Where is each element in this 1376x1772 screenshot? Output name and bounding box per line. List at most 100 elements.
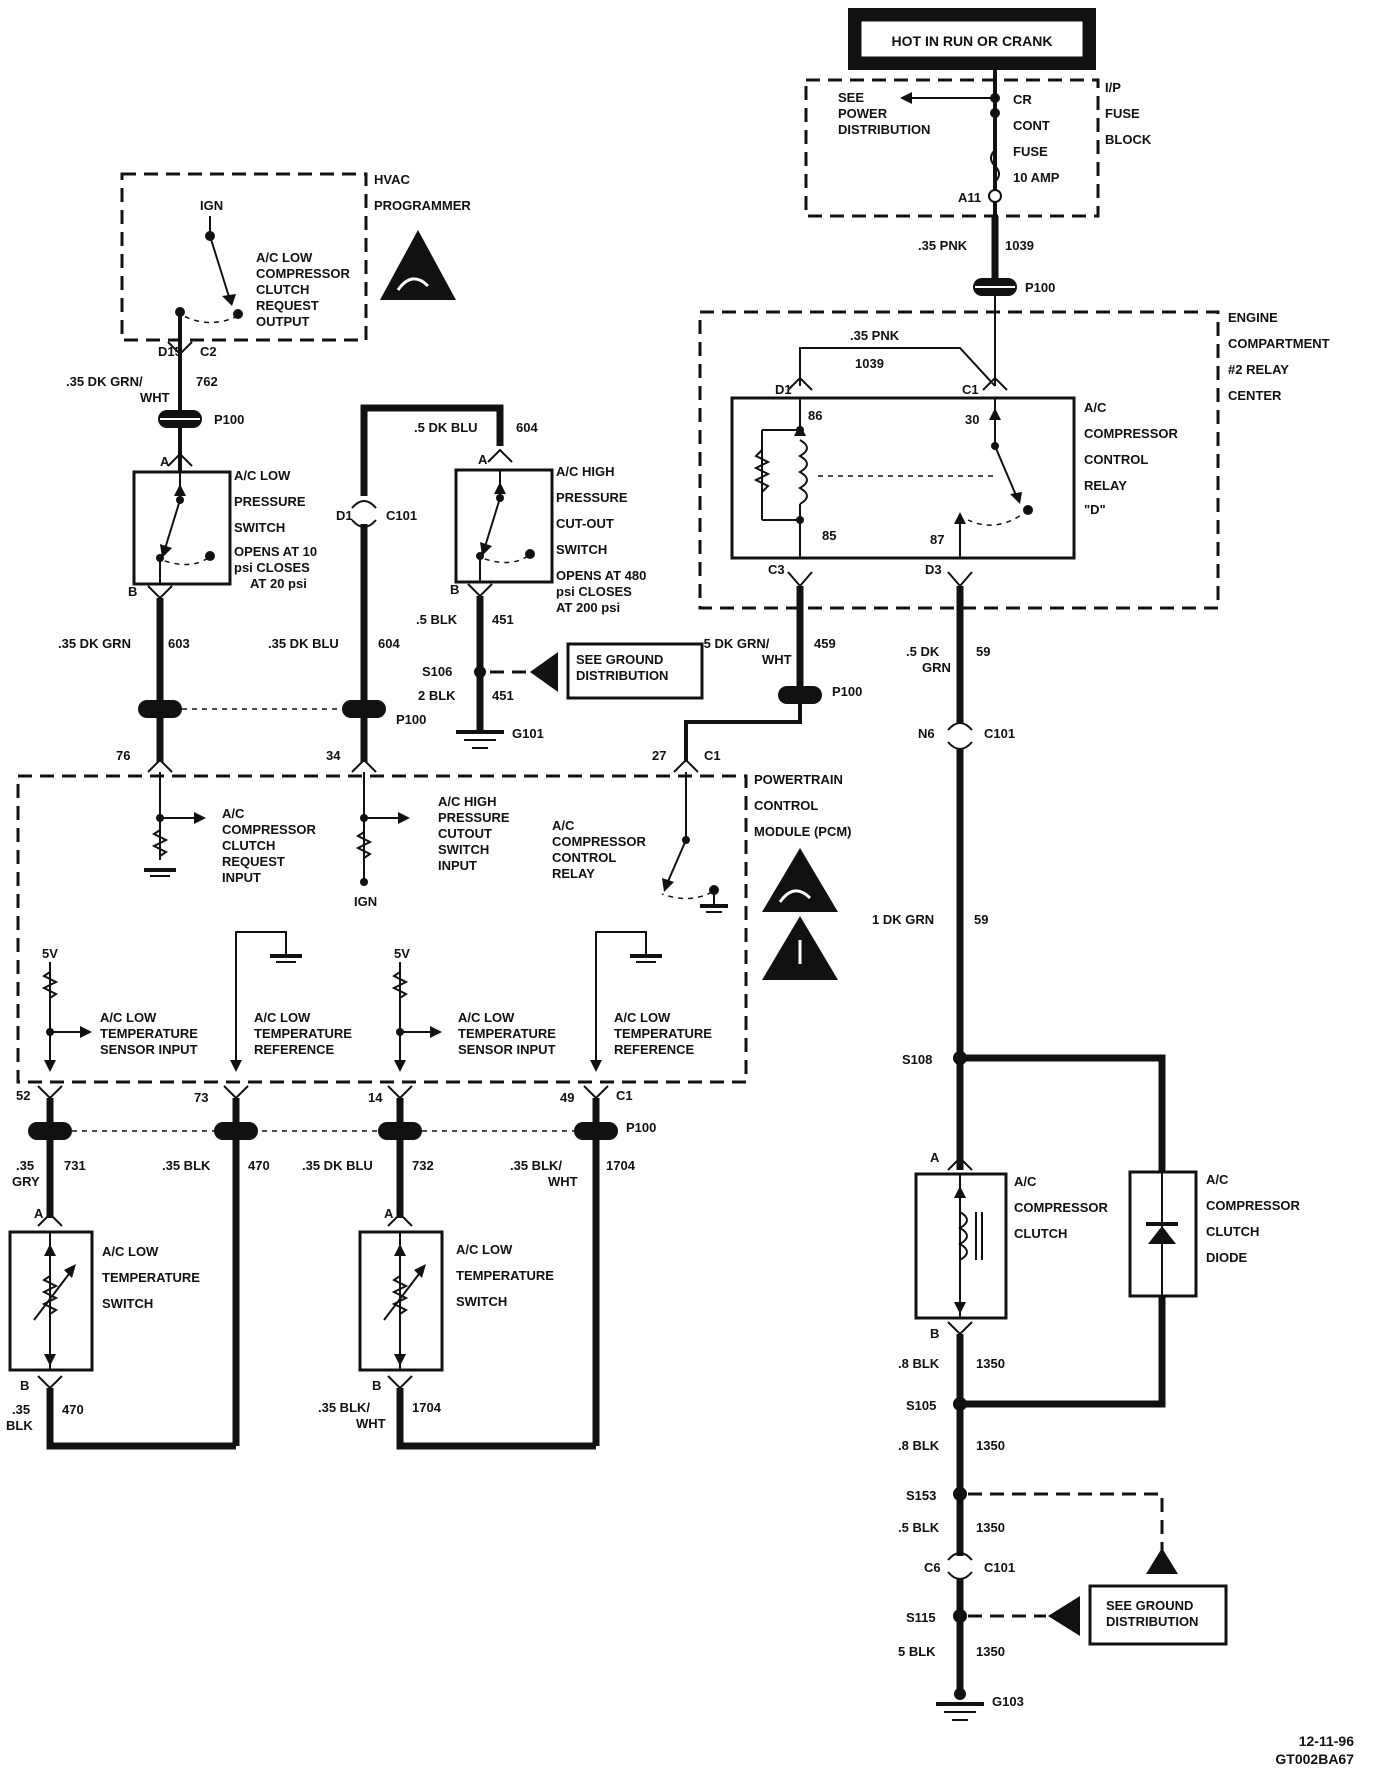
- wire-762-gauge-1: .35 DK GRN/: [66, 374, 143, 389]
- pcm-relay-4: RELAY: [552, 866, 595, 881]
- fuse-icon: [990, 149, 1000, 183]
- hps-name-1: A/C HIGH: [556, 464, 615, 479]
- hps-spec-3: AT 200 psi: [556, 600, 620, 615]
- low-pressure-switch: A B A/C LOW PRESSURE SWITCH OPENS AT 10 …: [128, 452, 317, 600]
- clutch-name-1: A/C: [1014, 1174, 1037, 1189]
- clutch-name-2: COMPRESSOR: [1014, 1200, 1109, 1215]
- relay-pin-c1: C1: [962, 382, 979, 397]
- ts-right-name-3: SWITCH: [456, 1294, 507, 1309]
- pcm-clutch-req-4: REQUEST: [222, 854, 285, 869]
- g103-label: G103: [992, 1694, 1024, 1709]
- see-power-line1: SEE: [838, 90, 864, 105]
- wire-1350b-gauge: .8 BLK: [898, 1438, 940, 1453]
- relay-name-3: CONTROL: [1084, 452, 1148, 467]
- terminal-85: 85: [822, 528, 836, 543]
- wire-1039-gauge: .35 PNK: [918, 238, 968, 253]
- pcm-pin-73: 73: [194, 1090, 208, 1105]
- hvac-output-5: OUTPUT: [256, 314, 310, 329]
- relay-center-name-4: CENTER: [1228, 388, 1282, 403]
- hps-pin-b: B: [450, 582, 459, 597]
- wire-1704b-gauge-1: .35 BLK/: [318, 1400, 370, 1415]
- wire-732-gauge: .35 DK BLU: [302, 1158, 373, 1173]
- pcm-cutout-2: PRESSURE: [438, 810, 510, 825]
- wire-470a-gauge: .35 BLK: [162, 1158, 211, 1173]
- p100-row1: P100: [138, 700, 426, 727]
- esd-warning-icon: [380, 230, 456, 300]
- wire-1039-circuit: 1039: [1005, 238, 1034, 253]
- resistor-icon: [391, 971, 409, 999]
- c101-connector-604: D1 C101: [336, 500, 417, 528]
- pin-a11: A11: [958, 190, 981, 205]
- pcm-tsi-right-2: TEMPERATURE: [458, 1026, 556, 1041]
- hps-pin-a: A: [478, 452, 488, 467]
- pcm-tref-left-1: A/C LOW: [254, 1010, 311, 1025]
- c101-connector-59: N6 C101: [918, 722, 1015, 750]
- s106-label: S106: [422, 664, 452, 679]
- splice-s105: [953, 1397, 967, 1411]
- hvac-output-2: COMPRESSOR: [256, 266, 351, 281]
- fuse-label-4: 10 AMP: [1013, 170, 1060, 185]
- relay-center-name-2: COMPARTMENT: [1228, 336, 1330, 351]
- see-ground-s106-1: SEE GROUND: [576, 652, 663, 667]
- c101-connector-1350: C6 C101: [924, 1552, 1015, 1580]
- hvac-pin-c2: C2: [200, 344, 217, 359]
- splice-s108: [953, 1051, 967, 1065]
- pcm-5v-left: 5V: [42, 946, 58, 961]
- ts-right-pin-a: A: [384, 1206, 394, 1221]
- wire-470b-gauge-1: .35: [12, 1402, 30, 1417]
- pcm-name-3: MODULE (PCM): [754, 824, 852, 839]
- wire-1704b-circuit: 1704: [412, 1400, 442, 1415]
- pcm-clutch-req-5: INPUT: [222, 870, 261, 885]
- s108-label: S108: [902, 1052, 932, 1067]
- wire-1350c-gauge: .5 BLK: [898, 1520, 940, 1535]
- c101-label-604: C101: [386, 508, 417, 523]
- relay-pin-c3: C3: [768, 562, 785, 577]
- ts-left-name-3: SWITCH: [102, 1296, 153, 1311]
- pcm-pin-76: 76: [116, 748, 130, 763]
- pcm-relay-2: COMPRESSOR: [552, 834, 647, 849]
- pcm-clutch-req-2: COMPRESSOR: [222, 822, 317, 837]
- wire-451b-gauge: 2 BLK: [418, 688, 456, 703]
- terminal-87: 87: [930, 532, 944, 547]
- lps-name-1: A/C LOW: [234, 468, 291, 483]
- wire-1350c-circuit: 1350: [976, 1520, 1005, 1535]
- wire-451a-gauge: .5 BLK: [416, 612, 458, 627]
- pcm-tsi-left-3: SENSOR INPUT: [100, 1042, 198, 1057]
- relay-name-2: COMPRESSOR: [1084, 426, 1179, 441]
- pcm-c1-top: C1: [704, 748, 721, 763]
- wire-59b-gauge: 1 DK GRN: [872, 912, 934, 927]
- pcm-ign: IGN: [354, 894, 377, 909]
- wire-59b-circuit: 59: [974, 912, 988, 927]
- hvac-output-1: A/C LOW: [256, 250, 313, 265]
- relay-center-name-3: #2 RELAY: [1228, 362, 1289, 377]
- pcm-pin-49: 49: [560, 1090, 574, 1105]
- arrow-icon: [900, 92, 912, 104]
- c101-label-1350: C101: [984, 1560, 1015, 1575]
- wire-1704a-gauge-1: .35 BLK/: [510, 1158, 562, 1173]
- wire-731-gauge-1: .35: [16, 1158, 34, 1173]
- wire-470a-circuit: 470: [248, 1158, 270, 1173]
- wire-59a-gauge-2: GRN: [922, 660, 951, 675]
- ground-arrow-icon: [1146, 1548, 1178, 1574]
- temp-switch-left: A B A/C LOW TEMPERATURE SWITCH: [8, 1206, 200, 1393]
- ts-right-name-2: TEMPERATURE: [456, 1268, 554, 1283]
- pcm-tsi-left-1: A/C LOW: [100, 1010, 157, 1025]
- wire-459-gauge-2: WHT: [762, 652, 792, 667]
- compressor-clutch: A B A/C COMPRESSOR CLUTCH: [914, 1150, 1109, 1341]
- diode-name-2: COMPRESSOR: [1206, 1198, 1301, 1213]
- coil-icon: [797, 439, 808, 505]
- wire-762-circuit: 762: [196, 374, 218, 389]
- wire-459-circuit: 459: [814, 636, 836, 651]
- pcm-name-1: POWERTRAIN: [754, 772, 843, 787]
- hps-name-2: PRESSURE: [556, 490, 628, 505]
- pcm-name-2: CONTROL: [754, 798, 818, 813]
- pcm-pin-52: 52: [16, 1088, 30, 1103]
- wire-470b-gauge-2: BLK: [6, 1418, 33, 1433]
- wire-762-gauge-2: WHT: [140, 390, 170, 405]
- title-box: HOT IN RUN OR CRANK: [848, 8, 1096, 70]
- hps-spec-2: psi CLOSES: [556, 584, 632, 599]
- lps-pin-a: A: [160, 454, 170, 469]
- pcm-tsi-right-3: SENSOR INPUT: [458, 1042, 556, 1057]
- wire-1350d-gauge: 5 BLK: [898, 1644, 936, 1659]
